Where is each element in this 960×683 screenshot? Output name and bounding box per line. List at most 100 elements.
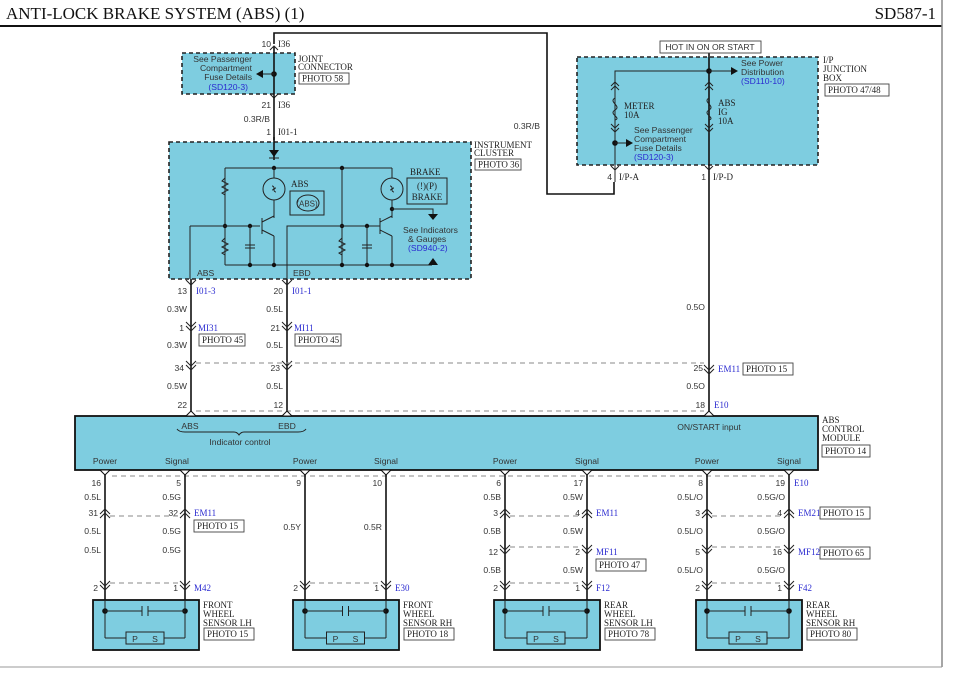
pin-triangle-icon	[580, 469, 594, 476]
fuse-chevron-icon	[704, 81, 714, 91]
transistor-collector	[261, 215, 275, 223]
sensor-connector-id: F42	[798, 583, 812, 593]
wheel-sensor-body[interactable]	[493, 599, 601, 651]
connector-chevron-icon	[783, 584, 795, 591]
cluster-photo-ref[interactable]: PHOTO 36	[478, 160, 520, 170]
joint-connector[interactable]: See Passenger Compartment Fuse Details (…	[181, 45, 296, 99]
connector-chevron-icon	[99, 512, 111, 519]
sensor-photo-ref[interactable]: PHOTO 80	[810, 629, 852, 639]
connector-chevron-icon	[299, 584, 311, 591]
sensor-name-line-2: WHEEL	[604, 609, 636, 619]
abs-lamp-label: ABS	[291, 179, 309, 189]
connector-chevron-icon	[380, 580, 392, 587]
hot-in-on-or-start-label: HOT IN ON OR START	[665, 42, 755, 52]
splice-dot	[364, 262, 370, 268]
instrument-cluster[interactable]: ABS (ABS) BRAKE (!)(P) BRAKE See Indicat	[168, 137, 472, 280]
joint-ref-line-1: See Passenger	[193, 54, 252, 64]
connector-photo-ref-box	[294, 333, 342, 347]
power-ref-link[interactable]: (SD110-10)	[741, 76, 785, 86]
wire-rb-jb-to-joint[interactable]	[273, 32, 615, 195]
connector-chevron-icon	[99, 508, 111, 515]
connector-chevron-icon	[581, 548, 593, 555]
connector-chevron-icon	[499, 508, 511, 515]
connector-chevron-icon	[281, 321, 293, 328]
junction-name-2: JUNCTION	[823, 64, 867, 74]
connector-id: MI31	[198, 323, 218, 333]
abs-control-module[interactable]: ABS EBD Indicator control ON/START input…	[74, 410, 819, 471]
wheel-sensor-body[interactable]	[92, 599, 200, 651]
junction-connector-id: MF11	[596, 547, 618, 557]
ign-photo-ref[interactable]: PHOTO 15	[746, 364, 788, 374]
module-pin: 8	[698, 478, 703, 488]
sensor-photo-ref[interactable]: PHOTO 15	[207, 629, 249, 639]
connector-chevron-icon	[581, 580, 593, 587]
junction-photo-ref[interactable]: PHOTO 15	[197, 521, 239, 531]
fuse-ref-line-3: Fuse Details	[634, 143, 682, 153]
module-photo-ref[interactable]: PHOTO 14	[825, 446, 867, 456]
pin-triangle-icon	[702, 410, 716, 417]
connector-chevron-icon	[783, 512, 795, 519]
module-pin: 9	[296, 478, 301, 488]
sensor-ps-element-icon	[526, 631, 566, 645]
fuse-ref-link[interactable]: (SD120-3)	[634, 152, 674, 162]
wire-spec: 0.5G	[162, 526, 181, 536]
splice-dot	[389, 262, 395, 268]
brake-ref-line	[392, 208, 434, 214]
wire-spec: 0.5L/O	[677, 526, 703, 536]
connector-pin: 3	[695, 508, 700, 518]
sensor-ps-element-icon	[326, 631, 365, 645]
sensor-pin: 1	[173, 583, 178, 593]
joint-photo-ref[interactable]: PHOTO 58	[302, 74, 344, 84]
connector-chevron-icon	[701, 548, 713, 555]
sensor-photo-ref[interactable]: PHOTO 18	[407, 629, 449, 639]
wire-spec: 0.5B	[483, 526, 501, 536]
splice-dot	[247, 262, 253, 268]
wheel-sensor-circuit: 80.5L/O30.5L/O50.5L/O190.5G/O40.5G/O160.…	[677, 469, 871, 651]
module-pin: 12	[273, 400, 283, 410]
connector-chevron-icon	[499, 580, 511, 587]
indicators-ref-link[interactable]: (SD940-2)	[408, 243, 448, 253]
transistor-collector	[379, 215, 393, 223]
wire-spec: 0.3W	[167, 340, 188, 350]
junction-photo-ref[interactable]: PHOTO 47/48	[828, 85, 881, 95]
fuse-abs-ig-icon	[706, 97, 712, 121]
ign-wire-spec-2: 0.5O	[686, 381, 705, 391]
ign-pin-em: 25	[693, 363, 703, 373]
sensor-name-line-1: FRONT	[203, 600, 233, 610]
resistor-icon	[337, 237, 347, 256]
junction-box-outline	[576, 56, 819, 166]
connector-photo-ref[interactable]: PHOTO 45	[202, 335, 244, 345]
page-code: SD587-1	[875, 4, 936, 23]
ign-conn-module: E10	[714, 400, 729, 410]
pin-triangle-icon	[184, 410, 198, 417]
connector-pin: 3	[493, 508, 498, 518]
sensor-photo-ref[interactable]: PHOTO 78	[608, 629, 650, 639]
wire-spec: 0.5G	[162, 492, 181, 502]
connector-chevron-icon	[581, 544, 593, 551]
joint-ref-link[interactable]: (SD120-3)	[208, 82, 248, 92]
wire-spec: 0.5B	[483, 492, 501, 502]
resistor-icon	[220, 237, 230, 256]
module-port-label-power: Power	[93, 456, 117, 466]
junction-photo-ref[interactable]: PHOTO 15	[823, 508, 865, 518]
fuse-ref-line-2: Compartment	[634, 134, 687, 144]
wire-spec: 0.5W	[563, 526, 584, 536]
connector-chevron-icon	[185, 279, 197, 286]
wheel-sensor-body[interactable]	[695, 599, 803, 651]
module-connector-id: E10	[794, 478, 809, 488]
hot-label-box	[659, 40, 762, 54]
jb-conn-a: I/P-A	[619, 172, 640, 182]
ip-junction-box[interactable]: See Power Distribution (SD110-10) METER …	[576, 53, 819, 182]
connector-photo-ref[interactable]: PHOTO 45	[298, 335, 340, 345]
junction-photo-ref[interactable]: PHOTO 47	[599, 560, 641, 570]
junction-photo-ref[interactable]: PHOTO 65	[823, 548, 865, 558]
connector-photo-ref-box	[198, 333, 246, 347]
sensor-name-line-1: FRONT	[403, 600, 433, 610]
wheel-sensor-body[interactable]	[292, 599, 400, 651]
junction-photo-ref-box	[595, 558, 647, 572]
pin-triangle-icon	[280, 410, 294, 417]
wire-spec: 0.5W	[167, 381, 188, 391]
arrow-right-icon	[731, 67, 738, 75]
sensor-ps-element-icon	[125, 631, 165, 645]
splice-dot	[339, 262, 345, 268]
